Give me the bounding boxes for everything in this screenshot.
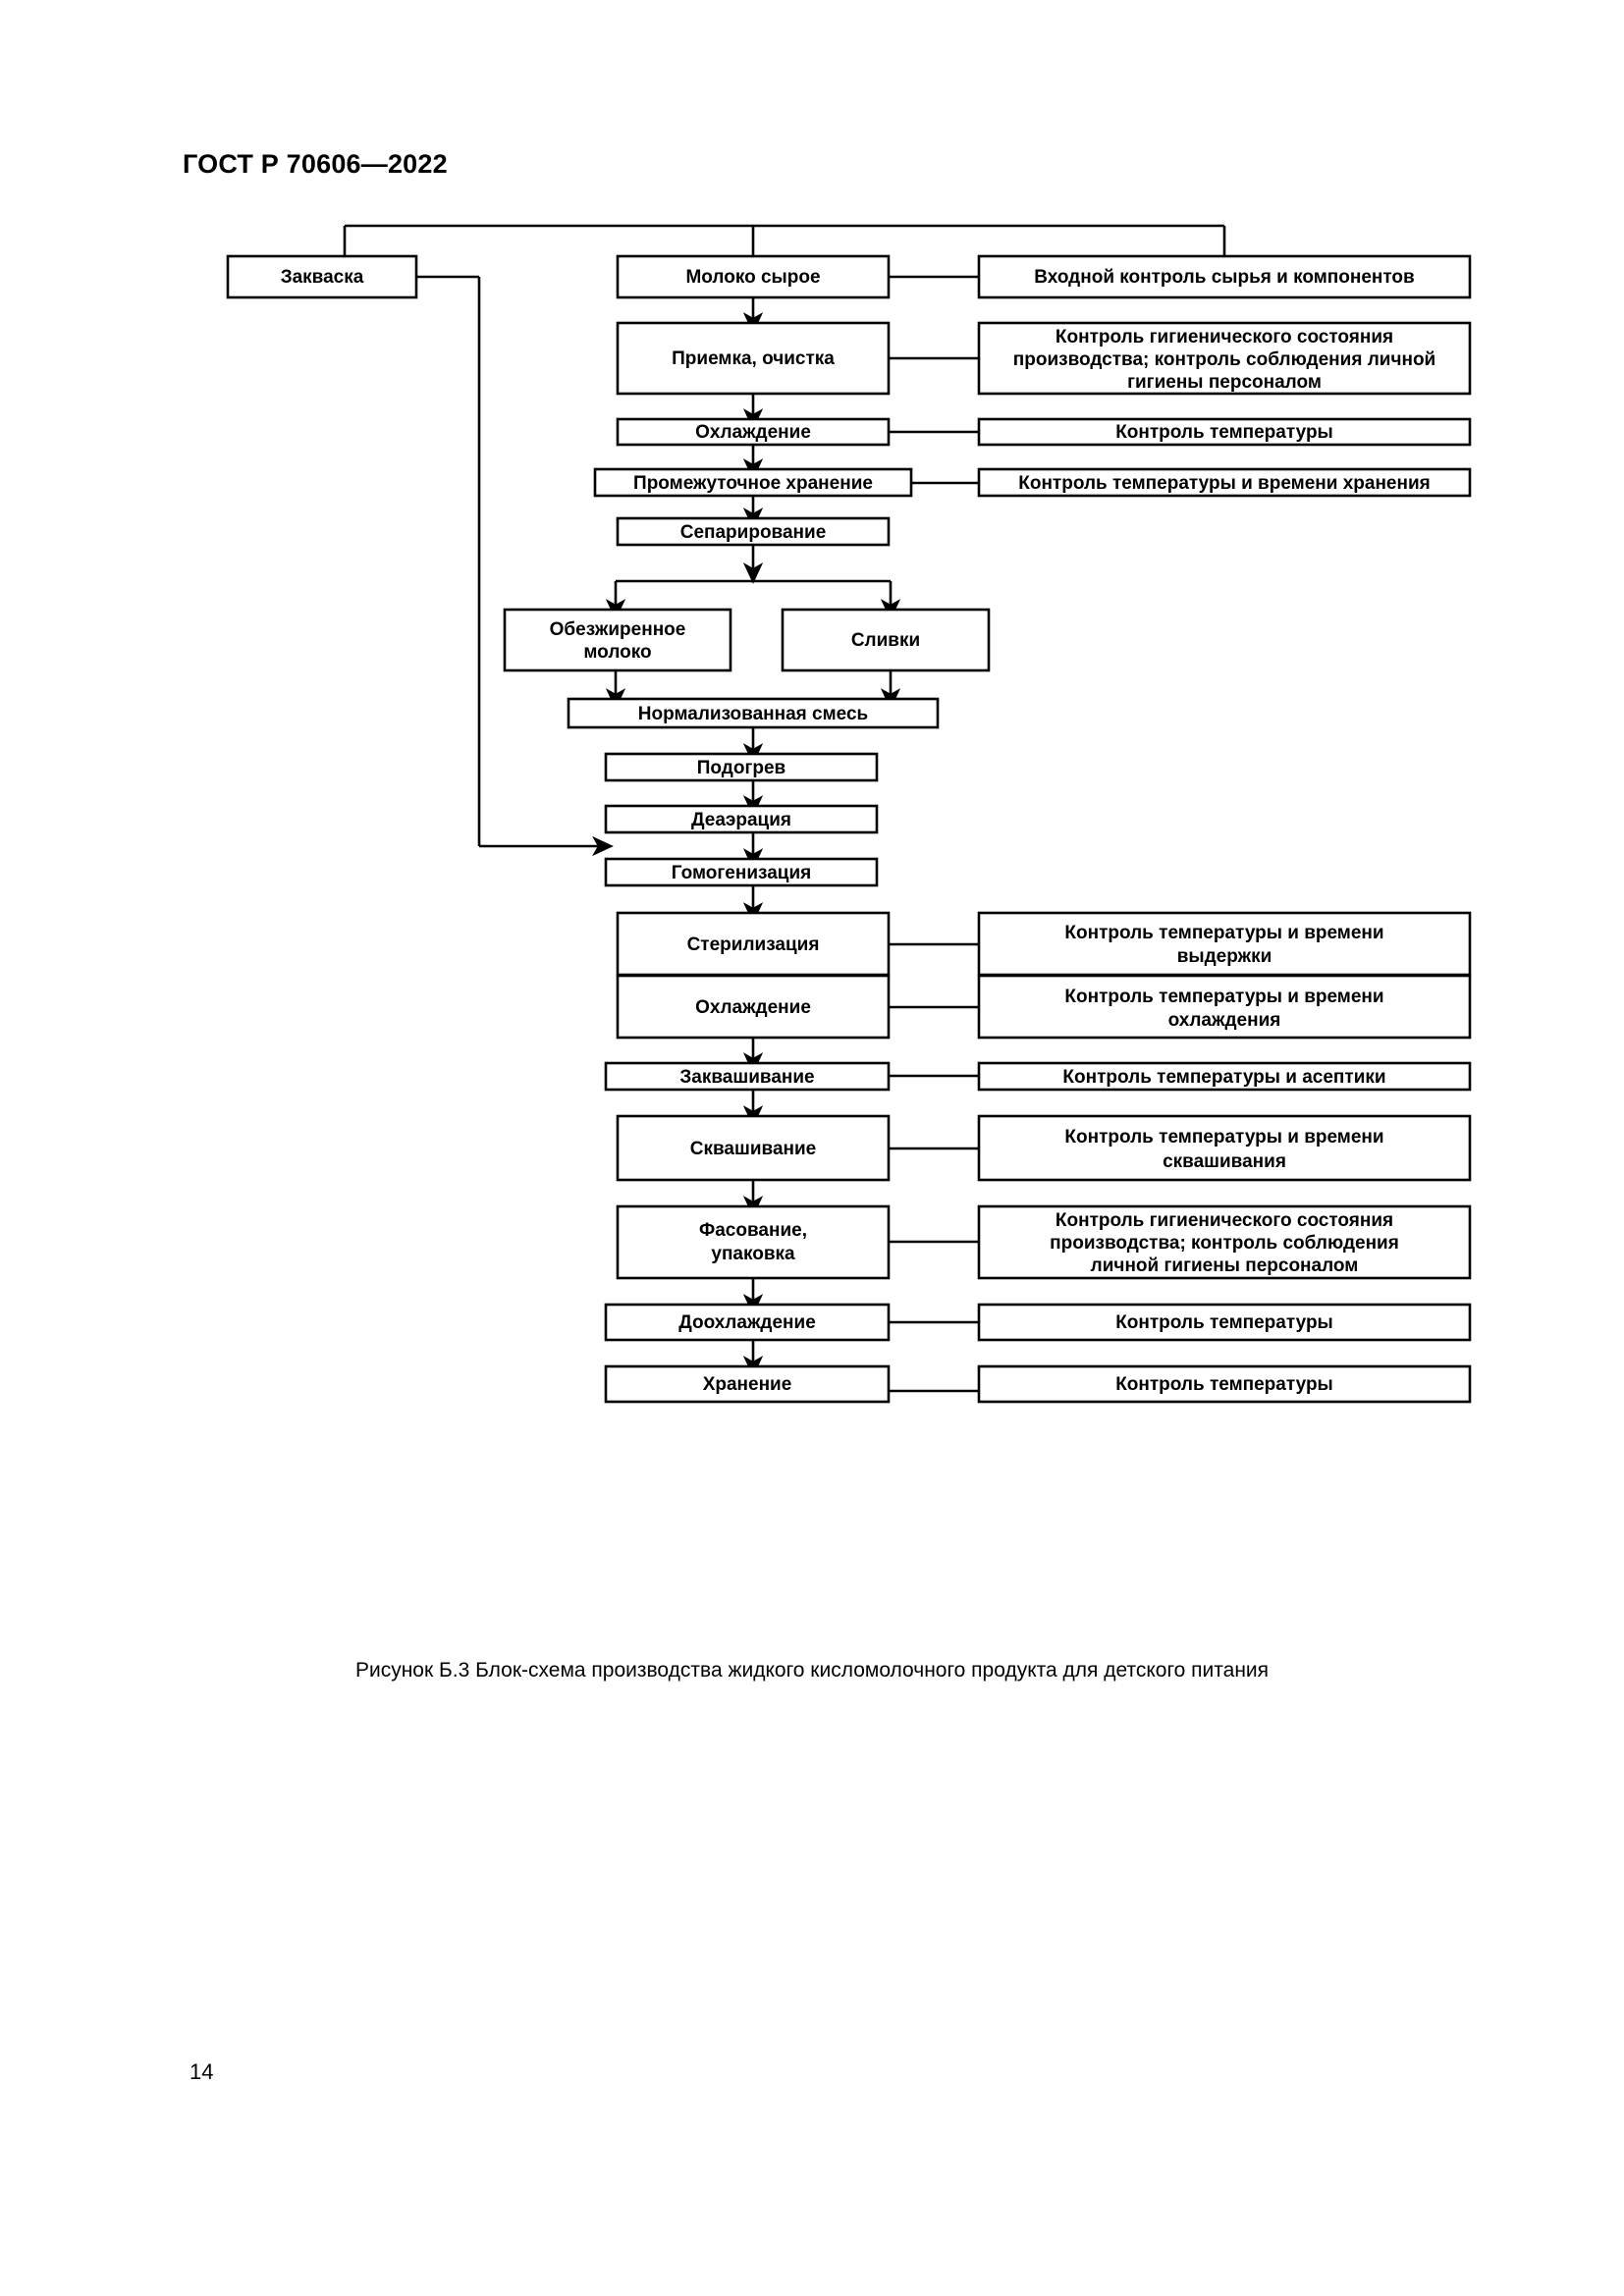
node-cooling-2-label: Охлаждение [695,997,811,1018]
node-preheating-label: Подогрев [697,758,785,778]
node-incoming-control-label: Входной контроль сырья и компонентов [1034,267,1414,288]
document-header-standard-number: ГОСТ Р 70606—2022 [183,149,448,179]
node-final-storage-label: Хранение [703,1374,792,1395]
node-skim-milk-line1: Обезжиренное [550,619,686,640]
figure-block-diagram: Закваска Молоко сырое Входной контроль с… [0,221,1624,1634]
node-temp-control-2[interactable]: Контроль температуры [977,1303,1472,1342]
node-homogenization[interactable]: Гомогенизация [604,857,879,887]
node-homogenization-label: Гомогенизация [672,863,811,883]
node-separation-label: Сепарирование [680,522,827,543]
node-fermentation-control-line2: сквашивания [1163,1151,1286,1172]
flowchart-svg: Закваска Молоко сырое Входной контроль с… [226,224,1472,1404]
node-packing-line1: Фасование, [699,1220,807,1241]
connector-separation-split [605,545,901,620]
node-cooling-control-line2: охлаждения [1168,1010,1281,1031]
node-sterilization[interactable]: Стерилизация [616,911,891,977]
node-temp-control-2-label: Контроль температуры [1115,1312,1333,1333]
node-post-cooling-label: Доохлаждение [678,1312,816,1333]
connector-starter-to-inoculation [416,275,614,857]
node-fermentation-control[interactable]: Контроль температуры и времени сквашиван… [977,1114,1472,1182]
node-hygiene-control-1-line1: Контроль гигиенического состояния [1056,327,1393,347]
node-acceptance-label: Приемка, очистка [672,348,835,369]
node-inoculation-control[interactable]: Контроль температуры и асептики [977,1061,1472,1092]
node-sterilization-label: Стерилизация [687,934,820,955]
node-sterilization-control-line2: выдержки [1177,946,1272,967]
node-hygiene-control-2-line1: Контроль гигиенического состояния [1056,1210,1393,1231]
node-incoming-control[interactable]: Входной контроль сырья и компонентов [977,254,1472,299]
node-hygiene-control-2-line3: личной гигиены персоналом [1091,1255,1359,1276]
node-preheating[interactable]: Подогрев [604,752,879,782]
node-packing-line2: упаковка [711,1244,795,1264]
node-temp-control-1-label: Контроль температуры [1115,422,1333,443]
node-cream[interactable]: Сливки [781,608,991,672]
node-fermentation-control-line1: Контроль температуры и времени [1064,1127,1383,1148]
connector-top-rail [343,224,1226,256]
node-skim-milk[interactable]: Обезжиренное молоко [503,608,732,672]
node-inoculation-label: Заквашивание [679,1067,814,1088]
node-hygiene-control-2-line2: производства; контроль соблюдения [1050,1233,1399,1254]
node-intermediate-storage-label: Промежуточное хранение [633,473,873,494]
node-hygiene-control-2[interactable]: Контроль гигиенического состояния произв… [977,1204,1472,1280]
node-acceptance[interactable]: Приемка, очистка [616,321,891,396]
node-temp-control-3-label: Контроль температуры [1115,1374,1333,1395]
connector-to-normalized-mix [605,670,901,710]
node-fermentation-label: Сквашивание [690,1139,816,1159]
node-hygiene-control-1-line3: гигиены персоналом [1127,372,1322,393]
node-sterilization-control-line1: Контроль температуры и времени [1064,923,1383,943]
node-raw-milk[interactable]: Молоко сырое [616,254,891,299]
node-sterilization-control[interactable]: Контроль температуры и времени выдержки [977,911,1472,977]
node-deaeration-label: Деаэрация [691,810,791,830]
node-cooling-1[interactable]: Охлаждение [616,417,891,447]
node-hygiene-control-1-line2: производства; контроль соблюдения личной [1013,349,1435,370]
node-temp-control-1[interactable]: Контроль температуры [977,417,1472,447]
node-temp-control-3[interactable]: Контроль температуры [977,1364,1472,1404]
node-intermediate-storage[interactable]: Промежуточное хранение [593,467,913,498]
node-cream-label: Сливки [851,630,920,651]
node-final-storage[interactable]: Хранение [604,1364,891,1404]
figure-caption: Рисунок Б.3 Блок-схема производства жидк… [354,1659,1270,1682]
node-packing[interactable]: Фасование, упаковка [616,1204,891,1280]
node-cooling-1-label: Охлаждение [695,422,811,443]
node-cooling-control[interactable]: Контроль температуры и времени охлаждени… [977,974,1472,1040]
node-inoculation-control-label: Контроль температуры и асептики [1062,1067,1385,1088]
node-starter-label: Закваска [281,267,364,288]
node-cooling-2[interactable]: Охлаждение [616,974,891,1040]
node-cooling-control-line1: Контроль температуры и времени [1064,987,1383,1007]
node-hygiene-control-1[interactable]: Контроль гигиенического состояния произв… [977,321,1472,396]
node-temp-time-storage-control[interactable]: Контроль температуры и времени хранения [977,467,1472,498]
node-inoculation[interactable]: Заквашивание [604,1061,891,1092]
node-skim-milk-line2: молоко [583,642,651,663]
page-number: 14 [189,2059,214,2084]
node-starter[interactable]: Закваска [226,254,418,299]
node-separation[interactable]: Сепарирование [616,516,891,547]
node-normalized-mix-label: Нормализованная смесь [638,704,868,724]
node-raw-milk-label: Молоко сырое [685,267,820,288]
node-fermentation[interactable]: Сквашивание [616,1114,891,1182]
node-deaeration[interactable]: Деаэрация [604,804,879,834]
node-normalized-mix[interactable]: Нормализованная смесь [567,697,940,729]
node-temp-time-storage-control-label: Контроль температуры и времени хранения [1018,473,1431,494]
node-post-cooling[interactable]: Доохлаждение [604,1303,891,1342]
